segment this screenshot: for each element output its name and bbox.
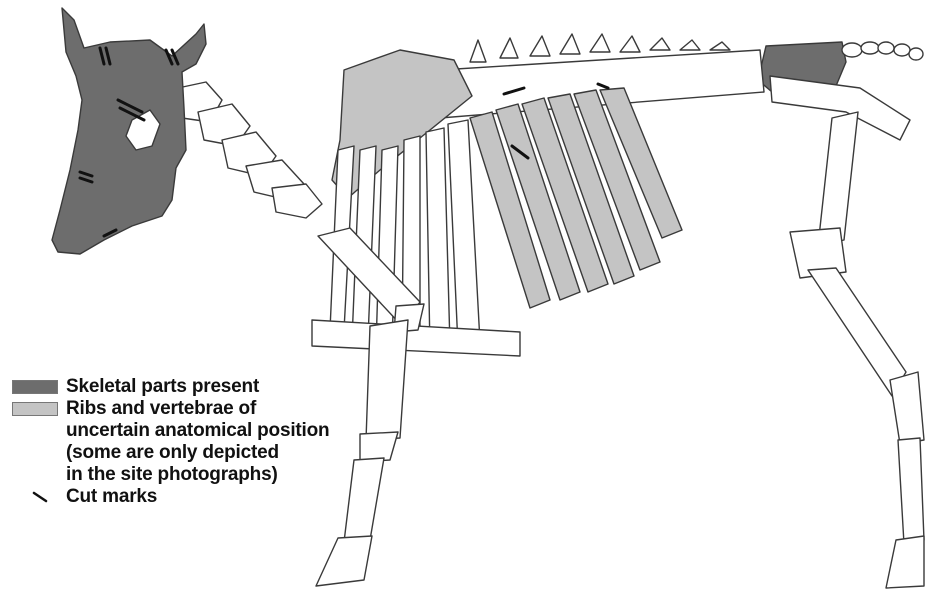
hind-limb — [770, 76, 924, 588]
legend-item-uncertain-cont-2: (some are only depicted — [12, 442, 372, 464]
legend-label: uncertain anatomical position — [66, 420, 329, 442]
legend-label: in the site photographs) — [66, 464, 278, 486]
swatch-present — [12, 380, 58, 394]
ribcage-uncertain — [470, 88, 682, 308]
cervical-vertebrae — [178, 82, 322, 218]
legend-label: Cut marks — [66, 486, 157, 508]
legend-label: Ribs and vertebrae of — [66, 398, 256, 420]
legend: Skeletal parts present Ribs and vertebra… — [12, 376, 372, 508]
tail-vertebrae — [842, 42, 923, 60]
legend-item-present: Skeletal parts present — [12, 376, 372, 398]
skull-bone — [52, 8, 206, 254]
swatch-uncertain — [12, 402, 58, 416]
legend-label: Skeletal parts present — [66, 376, 259, 398]
cut-mark-icon — [32, 490, 52, 504]
legend-label: (some are only depicted — [66, 442, 279, 464]
legend-item-uncertain-cont-1: uncertain anatomical position — [12, 420, 372, 442]
legend-item-uncertain: Ribs and vertebrae of — [12, 398, 372, 420]
legend-item-uncertain-cont-3: in the site photographs) — [12, 464, 372, 486]
legend-item-cut-marks: Cut marks — [12, 486, 372, 508]
